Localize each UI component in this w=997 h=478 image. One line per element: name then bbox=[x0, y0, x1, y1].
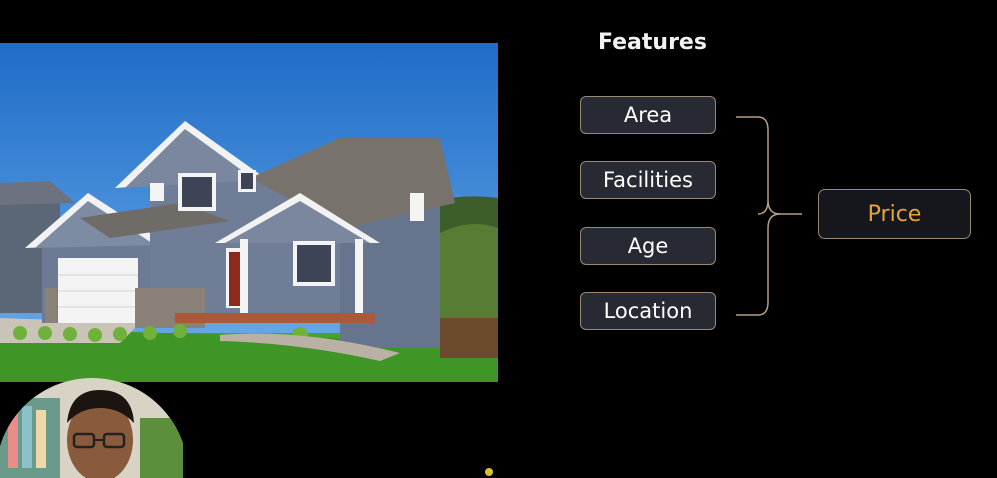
price-box: Price bbox=[818, 189, 971, 239]
feature-age-box: Age bbox=[580, 227, 716, 265]
house-photo bbox=[0, 43, 498, 382]
feature-facilities-box: Facilities bbox=[580, 161, 716, 199]
presenter-webcam bbox=[0, 378, 183, 478]
feature-area-box: Area bbox=[580, 96, 716, 134]
feature-location-box: Location bbox=[580, 292, 716, 330]
cursor-pointer bbox=[485, 468, 493, 476]
feature-bracket-connector bbox=[736, 116, 802, 316]
features-title: Features bbox=[598, 30, 707, 55]
